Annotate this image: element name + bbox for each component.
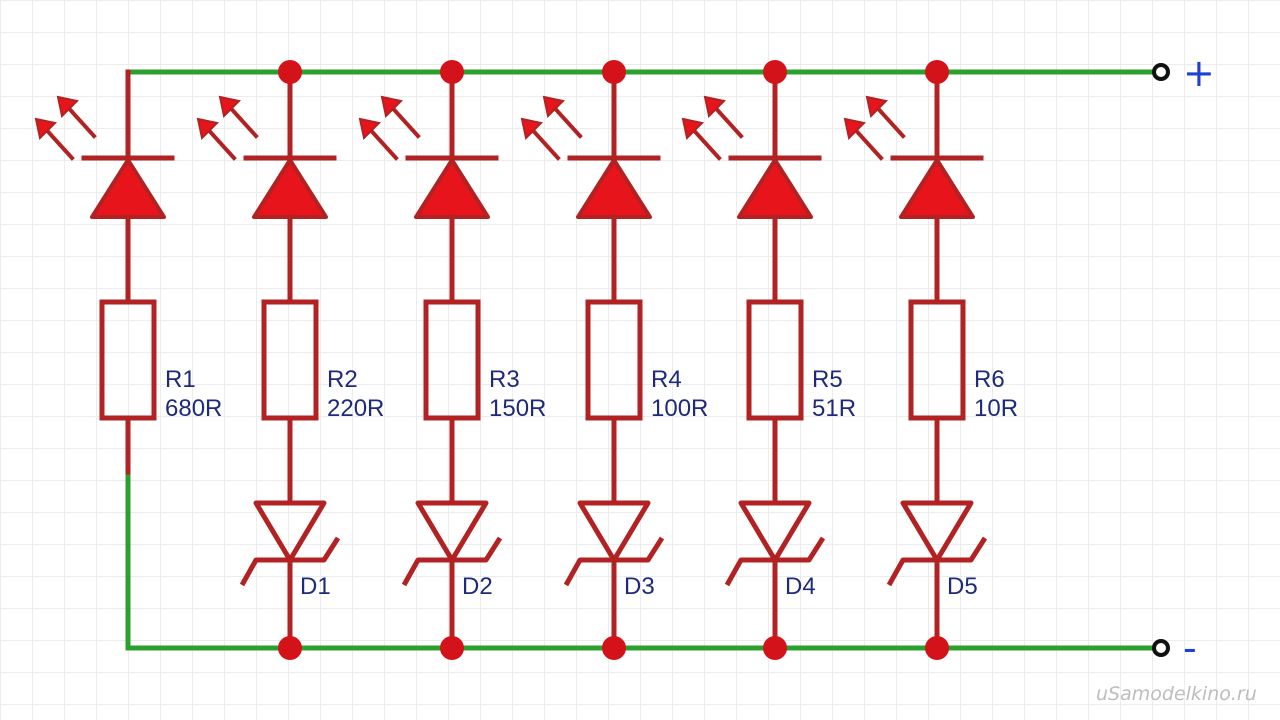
zener-d5-symbol: [900, 500, 974, 563]
resistor-r3: [423, 299, 481, 421]
branch-3: [358, 60, 503, 660]
led-3-arrow-head-2: [358, 117, 382, 141]
resistor-r5: [746, 299, 804, 421]
led-5-symbol: [737, 158, 813, 219]
resistor-value-label: 10R: [974, 395, 1018, 422]
components-layer: [34, 60, 1170, 660]
junction-top-4: [602, 60, 626, 84]
junction-bottom-4: [602, 636, 626, 660]
resistor-ref-label: R1: [165, 366, 196, 393]
resistor-r2: [261, 299, 319, 421]
led-1-symbol: [90, 158, 166, 219]
zener-ref-label: D3: [624, 573, 655, 600]
junction-top-2: [278, 60, 302, 84]
zener-d3-symbol: [577, 500, 651, 563]
led-2-arrow-head-2: [196, 117, 220, 141]
positive-terminal: [1152, 63, 1170, 81]
led-5-arrow-head-1: [703, 95, 727, 119]
branch-2: [196, 60, 341, 660]
resistor-ref-label: R5: [812, 366, 843, 393]
resistor-r1: [99, 299, 157, 421]
led-3-symbol: [414, 158, 490, 219]
led-4-arrow-head-2: [520, 117, 544, 141]
resistor-r6: [908, 299, 966, 421]
junction-top-5: [763, 60, 787, 84]
zener-ref-label: D1: [300, 573, 331, 600]
junction-bottom-6: [925, 636, 949, 660]
resistor-r4: [585, 299, 643, 421]
led-1-arrow-head-1: [56, 95, 80, 119]
junction-top-6: [925, 60, 949, 84]
led-2-arrow-head-1: [218, 95, 242, 119]
branch-1: [34, 69, 175, 475]
zener-ref-label: D5: [947, 573, 978, 600]
led-2-symbol: [252, 158, 328, 219]
zener-d2-symbol: [415, 500, 489, 563]
junction-bottom-3: [440, 636, 464, 660]
led-1-arrow-head-2: [34, 117, 58, 141]
led-6-arrow-head-1: [865, 95, 889, 119]
positive-terminal-label: +: [1183, 51, 1215, 95]
led-5-arrow-head-2: [681, 117, 705, 141]
resistor-value-label: 680R: [165, 395, 222, 422]
branch-6: [843, 60, 988, 660]
resistor-ref-label: R4: [651, 366, 682, 393]
junction-bottom-5: [763, 636, 787, 660]
resistor-ref-label: R2: [327, 366, 358, 393]
resistor-ref-label: R3: [489, 366, 520, 393]
resistor-value-label: 100R: [651, 395, 708, 422]
resistor-value-label: 51R: [812, 395, 856, 422]
zener-d4-symbol: [738, 500, 812, 563]
negative-terminal: [1152, 639, 1170, 657]
branch-5: [681, 60, 826, 660]
led-6-arrow-head-2: [843, 117, 867, 141]
led-4-symbol: [576, 158, 652, 219]
zener-d1-symbol: [253, 500, 327, 563]
zener-ref-label: D4: [785, 573, 816, 600]
zener-ref-label: D2: [462, 573, 493, 600]
junction-top-3: [440, 60, 464, 84]
branch-4: [520, 60, 665, 660]
led-6-symbol: [899, 158, 975, 219]
resistor-value-label: 150R: [489, 395, 546, 422]
led-3-arrow-head-1: [380, 95, 404, 119]
negative-terminal-label: -: [1183, 626, 1197, 670]
watermark: uSamodelkino.ru: [1096, 683, 1257, 705]
led-4-arrow-head-1: [542, 95, 566, 119]
resistor-value-label: 220R: [327, 395, 384, 422]
junction-bottom-2: [278, 636, 302, 660]
resistor-ref-label: R6: [974, 366, 1005, 393]
